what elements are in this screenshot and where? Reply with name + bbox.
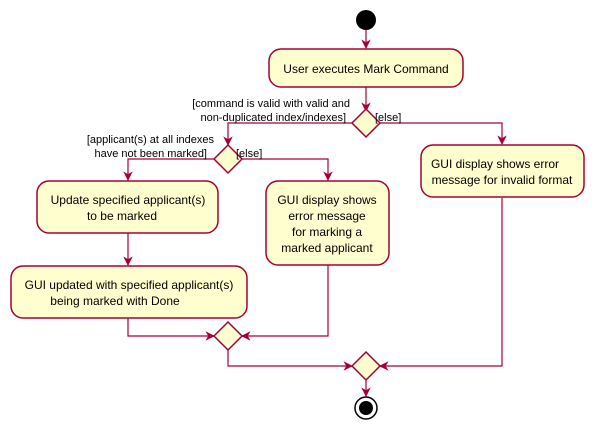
guard-not-marked-line-2: have not been marked] <box>94 148 207 160</box>
activity-error-invalid-format-line-1: GUI display shows error <box>431 157 559 171</box>
guard-else-command: [else] <box>375 112 401 124</box>
activity-error-already-marked-line-3: for marking a <box>292 225 362 239</box>
edge-decision2-not-marked <box>123 158 214 181</box>
activity-gui-marked-done-line-1: GUI updated with specified applicant(s) <box>25 278 234 292</box>
activity-gui-marked-done: GUI updated with specified applicant(s) … <box>10 265 248 319</box>
guard-not-marked-line-1: [applicant(s) at all indexes <box>87 134 215 146</box>
activity-error-invalid-format: GUI display shows error message for inva… <box>420 144 585 198</box>
activity-update-applicant-line-2: to be marked <box>87 209 157 223</box>
merge-outer <box>350 350 382 382</box>
edge-decision2-else <box>242 158 333 181</box>
edge-gui-to-merge1 <box>127 318 215 341</box>
merge-inner <box>212 320 244 352</box>
activity-error-already-marked-line-2: error message <box>288 209 366 223</box>
edge-merge1-to-merge2 <box>227 350 353 371</box>
activity-error-already-marked-line-1: GUI display shows <box>277 193 376 207</box>
activity-update-applicant: Update specified applicant(s) to be mark… <box>36 180 219 234</box>
edges <box>123 30 507 397</box>
activity-error-invalid-format-line-2: message for invalid format <box>432 173 573 187</box>
activity-error-already-marked: GUI display shows error message for mark… <box>265 180 390 266</box>
activity-update-applicant-line-1: Update specified applicant(s) <box>51 193 206 207</box>
activity-error-already-marked-line-4: marked applicant <box>281 241 373 255</box>
guard-else-marked: [else] <box>236 148 262 160</box>
activity-gui-marked-done-line-2: being marked with Done <box>50 294 180 308</box>
guard-valid-command-line-1: [command is valid with valid and <box>192 98 350 110</box>
guard-valid-command-line-2: non-duplicated index/indexes] <box>200 112 346 124</box>
edge-decision1-else <box>380 122 507 145</box>
activity-mark-command-line-1: User executes Mark Command <box>283 62 448 76</box>
edge-error-marked-to-merge1 <box>241 265 329 341</box>
edge-decision1-valid <box>223 122 352 146</box>
edge-error-format-to-merge2 <box>379 198 503 371</box>
start-node <box>356 10 376 30</box>
activity-mark-command: User executes Mark Command <box>268 48 464 88</box>
decision-command-valid <box>350 107 382 139</box>
decision-applicant-marked <box>212 143 244 175</box>
end-node <box>354 396 378 420</box>
